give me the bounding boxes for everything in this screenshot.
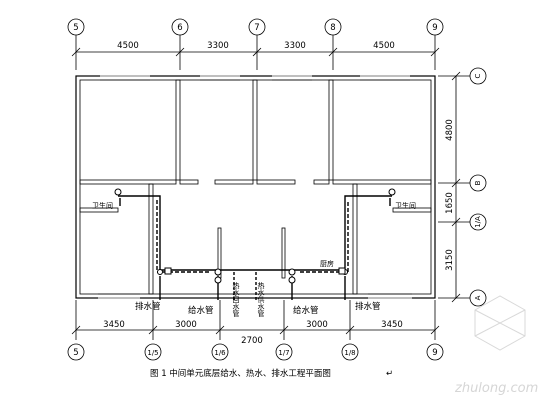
bottom-dimension-4: 3000 [306, 320, 328, 330]
axis-label-bottom-1-6: 1/6 [214, 349, 226, 357]
axis-label-bottom-1-5: 1/5 [147, 349, 158, 357]
pipe-label-supply-left: 给水管 [188, 305, 214, 316]
caption-return-mark: ↵ [386, 369, 393, 379]
axis-bubble-right-1a [469, 213, 487, 231]
axis-bubble-right-c [469, 67, 487, 85]
axis-label-bottom-1-7: 1/7 [278, 349, 289, 357]
axis-label-right-1a: 1/A [474, 216, 482, 228]
figure-caption: 图 1 中间单元底层给水、热水、排水工程平面图 [150, 368, 331, 379]
bottom-dimension-3: 2700 [241, 336, 263, 346]
top-dimension-1: 4500 [117, 41, 139, 51]
axis-label-bottom-9: 9 [432, 348, 437, 358]
watermark-logo [474, 295, 526, 351]
pipe-label-drain-right: 排水管 [355, 301, 381, 312]
axis-bubble-bottom-1-8 [341, 343, 359, 361]
right-dimension-1: 4800 [445, 119, 455, 141]
water-pipes [118, 195, 392, 300]
axis-bubble-bottom-5 [67, 343, 85, 361]
top-dimension-3: 3300 [284, 41, 306, 51]
pipe-fittings [114, 188, 396, 284]
axis-bubble-right-b [469, 174, 487, 192]
top-dimension-2: 3300 [207, 41, 229, 51]
pipe-label-hot-return: 热水回水管 [232, 281, 240, 318]
axis-label-right-c: C [474, 73, 482, 78]
axis-bubble-bottom-9 [426, 343, 444, 361]
axis-bubble-right-a [469, 289, 487, 307]
room-label-kitchen: 厨房 [320, 259, 334, 268]
axis-bubble-bottom-1-5 [144, 343, 162, 361]
axis-label-top-8: 8 [330, 23, 335, 33]
bottom-dimension-2: 3000 [175, 320, 197, 330]
axis-label-right-b: B [474, 180, 482, 185]
right-dimension-3: 3150 [445, 249, 455, 271]
axis-label-right-a: A [474, 295, 482, 300]
building-walls [75, 74, 436, 300]
watermark-text: zhulong.com [454, 381, 538, 396]
bottom-dimension-1: 3450 [103, 320, 125, 330]
top-dimension-4: 4500 [373, 41, 395, 51]
axis-label-top-5: 5 [73, 23, 78, 33]
right-dimension-2: 1650 [445, 192, 455, 214]
axis-bubble-bottom-1-6 [211, 343, 229, 361]
axis-label-bottom-1-8: 1/8 [344, 349, 355, 357]
pipe-label-hot-supply: 热水供水管 [257, 281, 265, 318]
pipe-label-supply-right: 给水管 [293, 305, 319, 316]
pipe-label-drain-left: 排水管 [135, 301, 161, 312]
axis-label-bottom-5: 5 [73, 348, 78, 358]
bottom-dimension-5: 3450 [381, 320, 403, 330]
axis-label-top-6: 6 [177, 23, 182, 33]
axis-label-top-7: 7 [254, 23, 259, 33]
room-label-toilet-left: 卫生间 [92, 201, 113, 210]
room-label-toilet-right: 卫生间 [395, 201, 416, 210]
axis-bubble-bottom-1-7 [275, 343, 293, 361]
axis-label-top-9: 9 [432, 23, 437, 33]
